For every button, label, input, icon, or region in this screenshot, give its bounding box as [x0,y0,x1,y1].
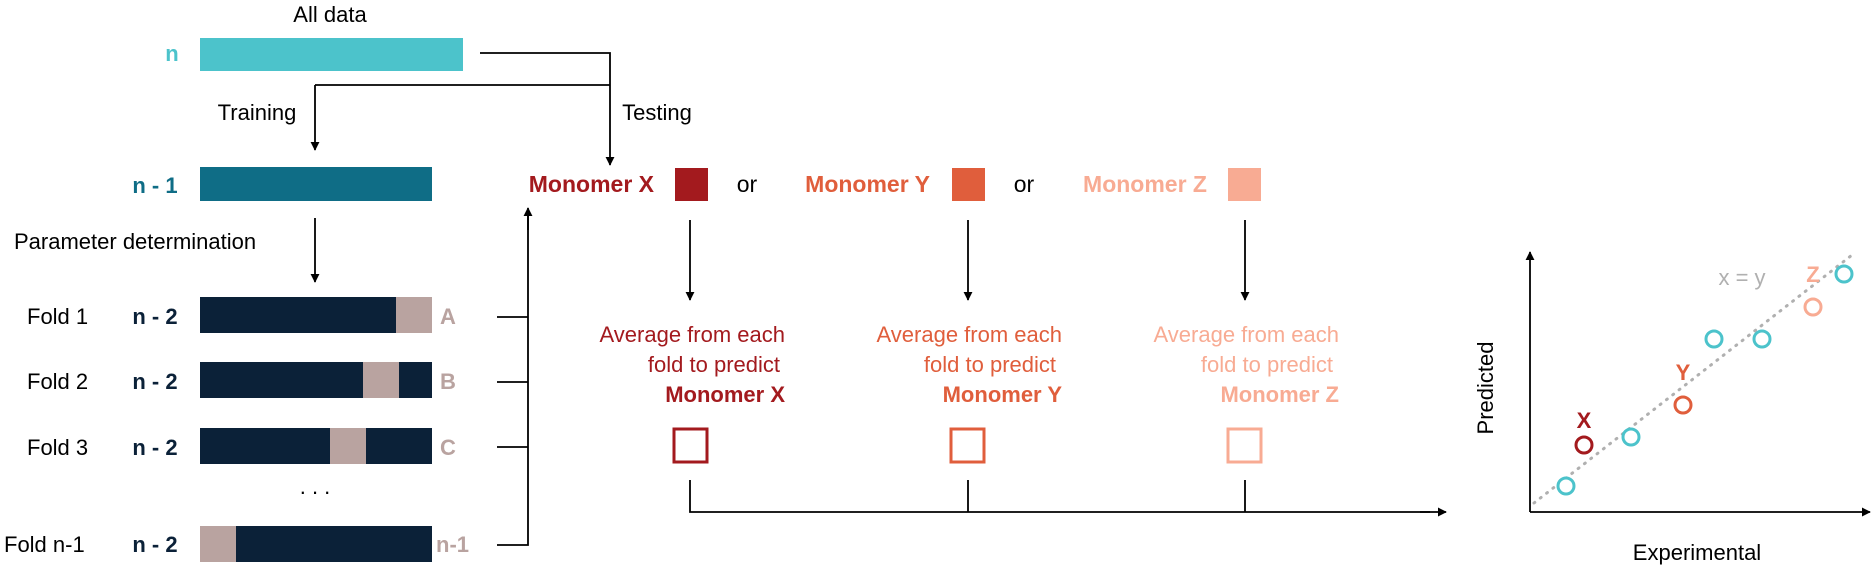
data-point [1556,476,1576,496]
point-x [1574,435,1594,455]
fold-name: Fold 3 [27,435,88,460]
monomer-z-label: Monomer Z [1083,171,1207,197]
avg-line-2: fold to predict [648,352,780,377]
avg-line-3: Monomer Z [1220,382,1339,407]
fold-letter: A [440,304,456,329]
training-label: Training [218,100,297,125]
n1-bar [200,167,432,201]
avg-line-3: Monomer Y [943,382,1063,407]
avg-line-1: Average from each [1154,322,1339,347]
avg-line-1: Average from each [877,322,1062,347]
average-z-text: Average from each fold to predict Monome… [1154,322,1339,407]
param-det-label: Parameter determination [14,229,256,254]
fold-heldout [330,428,366,464]
fold-train-bar [200,428,432,464]
point-z-label: Z [1806,262,1819,287]
fold-size: n - 2 [132,304,177,329]
n1-label: n - 1 [132,173,177,198]
monomer-x-label: Monomer X [529,171,655,197]
avg-line-2: fold to predict [1201,352,1333,377]
monomer-y-result-box [949,427,986,464]
plot-diagonal [1532,253,1854,505]
data-point [1704,329,1724,349]
fold-letter: B [440,369,456,394]
or-1: or [737,171,758,197]
all-data-label: All data [293,2,367,27]
avg-line-1: Average from each [600,322,785,347]
fold-name: Fold 2 [27,369,88,394]
fold-letter: C [440,435,456,460]
average-y-text: Average from each fold to predict Monome… [877,322,1063,407]
fold-n-1: Fold n-1 n - 2 n-1 [4,526,469,562]
plot-points [1556,264,1854,496]
monomer-z-swatch [1228,168,1261,201]
n-label: n [165,41,178,66]
monomer-y-swatch [952,168,985,201]
fold-heldout [363,362,399,398]
point-z [1803,297,1823,317]
fold-1: Fold 1 n - 2 A [27,297,456,333]
result-collector [689,480,1430,513]
fold-size: n - 2 [132,435,177,460]
plot-xlabel: Experimental [1633,540,1761,565]
monomer-y-label: Monomer Y [805,171,930,197]
fold-name: Fold n-1 [4,532,85,557]
average-x-text: Average from each fold to predict Monome… [600,322,786,407]
point-x-label: X [1577,408,1592,433]
fold-train-bar [200,297,432,333]
testing-label: Testing [622,100,692,125]
monomer-x-swatch [675,168,708,201]
plot-ylabel: Predicted [1473,342,1498,435]
all-data-bar [200,38,463,71]
avg-line-2: fold to predict [924,352,1056,377]
fold-train-bar [200,526,432,562]
fold-heldout [396,297,432,333]
point-y [1673,395,1693,415]
monomer-x-result-box [672,427,709,464]
fold-letter: n-1 [436,532,469,557]
data-point [1834,264,1854,284]
fold-size: n - 2 [132,532,177,557]
data-point [1621,427,1641,447]
fold-3: Fold 3 n - 2 C [27,428,456,464]
or-2: or [1014,171,1035,197]
fold-size: n - 2 [132,369,177,394]
avg-line-3: Monomer X [665,382,785,407]
fold-ellipsis: . . . [300,474,331,499]
diag-label: x = y [1718,265,1765,290]
fold-bracket [497,210,529,546]
fold-name: Fold 1 [27,304,88,329]
point-y-label: Y [1676,360,1691,385]
data-point [1752,329,1772,349]
monomer-z-result-box [1226,427,1263,464]
fold-heldout [200,526,236,562]
fold-2: Fold 2 n - 2 B [27,362,456,398]
all-data-connector [315,52,611,86]
